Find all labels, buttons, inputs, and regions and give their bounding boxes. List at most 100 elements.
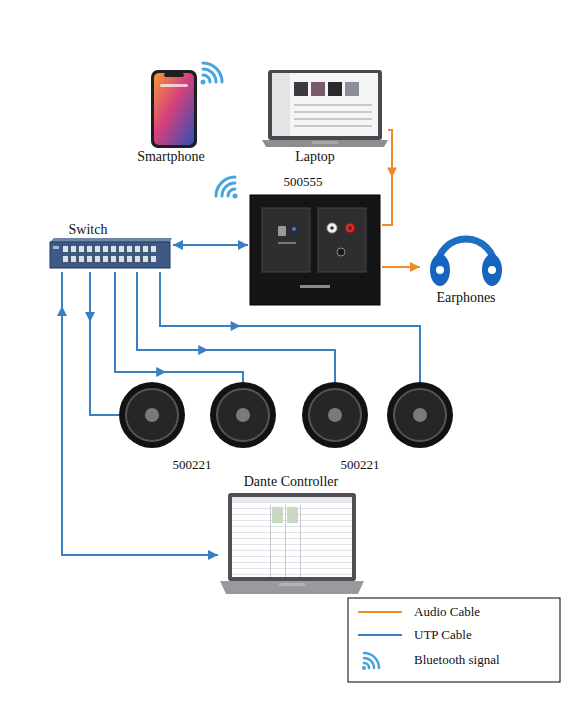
cable-line [173,244,248,246]
arrow-head [57,306,67,316]
audio-cable-sample [358,611,402,613]
signal-arc [364,663,369,668]
cable-line [115,272,243,382]
smartphone-device: Smartphone [128,66,214,168]
cable-line [382,266,420,268]
speaker-rim [119,382,185,448]
arrow-head [231,321,241,331]
signal-arc [228,189,235,196]
speaker-tweeter [145,408,159,422]
plate-module [318,208,366,272]
cable-line [137,272,335,382]
arrow-head [387,168,397,178]
headphone-jack [337,248,345,256]
legend-text: Audio Cable [414,604,480,619]
jack-hole [348,226,352,230]
logo-mark [300,285,330,288]
legend-box [348,598,560,682]
cable-line [90,272,119,415]
rca-jack-red [345,223,355,233]
arrow-head [198,345,208,355]
switch-ports [62,245,158,265]
signal-arc [364,653,379,668]
speaker-cone [126,389,178,441]
ceiling-speaker-illustration [119,382,185,448]
phone-screen [154,73,194,145]
phone-clock-bar [160,84,188,87]
ceiling-speaker-illustration [302,382,368,448]
signal-dot [362,666,366,670]
node-label: Switch [48,222,128,238]
signal-dot [201,80,206,85]
jack-hole [330,226,334,230]
cable-line [382,130,392,225]
laptop-lid [268,70,382,140]
node-label: 500555 [248,174,358,190]
speaker-rim [387,382,453,448]
legend-entry: Bluetooth signal [414,652,500,668]
grid-cell [287,507,298,523]
grid-column [300,505,302,577]
list-row [294,118,372,120]
laptop-device: Laptop [262,66,388,168]
list-row [294,111,372,113]
speaker-tweeter [413,408,427,422]
ear-cup [482,254,502,286]
smartphone-illustration [151,70,197,148]
list-row [294,125,372,127]
speaker-cone [309,389,361,441]
laptop-base [220,581,364,594]
cable-connector [382,130,397,225]
legend-frame [348,598,560,682]
bluetooth-signal-sample [362,653,379,670]
laptop-base [262,140,388,147]
ceiling-speaker [210,382,276,448]
node-label: Laptop [262,149,368,165]
bluetooth-signal-icon [201,63,223,85]
network-switch: Switch [48,222,173,272]
status-led [292,227,296,231]
speaker-tweeter [236,408,250,422]
controller-laptop: Dante Controller [218,474,364,596]
album-thumb [294,82,308,96]
phone-notch [164,73,184,77]
switch-top [50,238,172,242]
node-label: Smartphone [128,149,214,165]
legend-entry: UTP Cable [414,627,472,643]
album-thumb [311,82,325,96]
album-thumb [345,82,359,96]
speaker-rim [302,382,368,448]
window-titlebar [232,497,352,502]
bluetooth-signal-icon [216,177,238,199]
speaker-rim [210,382,276,448]
speaker-cone [394,389,446,441]
module-marking [278,242,296,244]
headphones-device: Earphones [420,226,512,308]
laptop-illustration [262,70,388,147]
controller-laptop-illustration [220,493,364,594]
ceiling-speaker [302,382,368,448]
album-thumb [328,82,342,96]
cable-connector [173,240,248,250]
switch-badge [53,246,59,249]
arrow-head [85,312,95,322]
cable-connector [160,272,420,382]
ceiling-speaker-illustration [210,382,276,448]
part-number: 500221 [162,457,222,473]
cable-connector [85,272,119,415]
phone-body [151,70,197,148]
grid-cell [272,507,283,523]
arrow-head [156,367,166,377]
pair-button [278,226,286,236]
headphones-illustration [430,239,502,286]
list-row [294,104,372,106]
ear-cup [430,254,450,286]
cable-connector [137,272,335,382]
cable-line [62,272,218,555]
laptop-lid [228,493,356,581]
speaker-cone [217,389,269,441]
signal-arc [203,75,210,82]
laptop-trackpad [279,583,305,586]
legend-entry: Audio Cable [414,604,480,620]
